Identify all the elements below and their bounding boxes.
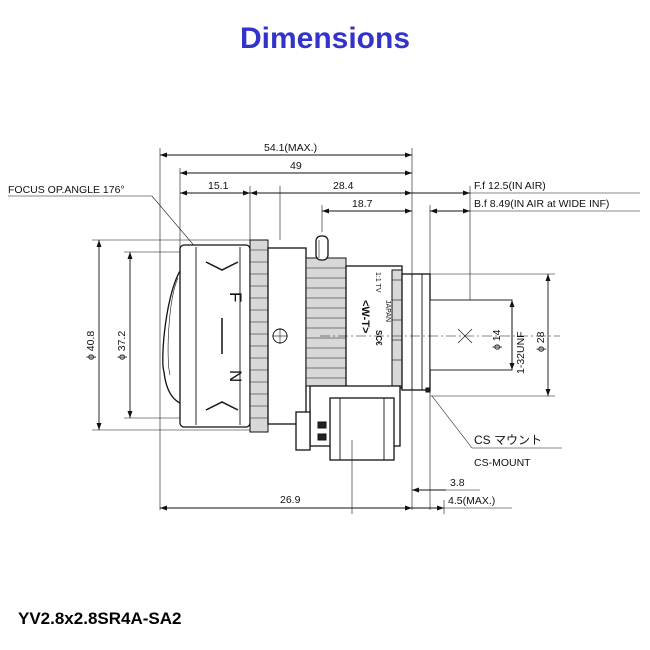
dimension-lines-left: ϕ 40.8 ϕ 37.2 bbox=[85, 239, 252, 431]
dimension-lines-bottom: 26.9 3.8 4.5(MAX.) bbox=[160, 390, 512, 514]
cs-mount-label-jp: CS マウント bbox=[474, 433, 542, 447]
focus-angle-label: FOCUS OP.ANGLE 176° bbox=[8, 184, 125, 196]
focus-ring-knurl bbox=[250, 249, 268, 419]
dim-dia-14: ϕ 14 bbox=[491, 329, 503, 350]
marking-bottom: JAPAN bbox=[384, 300, 391, 322]
marking-top: 1:1 TV bbox=[374, 272, 381, 293]
ring-label-f: F bbox=[226, 292, 245, 302]
dim-flange: 3.8 bbox=[450, 477, 465, 489]
zoom-ring-knurl bbox=[306, 267, 346, 379]
dim-dia-inner: ϕ 37.2 bbox=[116, 331, 128, 360]
marking-mid: SC€ bbox=[374, 330, 383, 346]
ring-label-n: N bbox=[226, 370, 245, 382]
lens-body bbox=[162, 235, 431, 461]
cs-mount-label-en: CS-MOUNT bbox=[474, 457, 531, 469]
dim-flange-max: 4.5(MAX.) bbox=[448, 495, 495, 507]
dim-back-focus: B.f 8.49(IN AIR at WIDE INF) bbox=[474, 198, 609, 210]
cs-mount-callout: CS マウント CS-MOUNT bbox=[431, 395, 562, 469]
dim-overall-max: 54.1(MAX.) bbox=[264, 142, 317, 154]
dim-front-focus: F.f 12.5(IN AIR) bbox=[474, 180, 546, 192]
dim-mid: 28.4 bbox=[333, 180, 354, 192]
ring-markings: F N <W-T> 1:1 TV SC€ JAPAN bbox=[205, 261, 391, 411]
dimension-texts-top: 54.1(MAX.) 49 15.1 28.4 18.7 F.f 12.5(IN… bbox=[8, 142, 609, 210]
dim-thread: 1-32UNF bbox=[515, 331, 527, 374]
zoom-label: <W-T> bbox=[359, 300, 371, 333]
dim-front: 15.1 bbox=[208, 180, 229, 192]
dim-bottom: 26.9 bbox=[280, 494, 301, 506]
dim-rear: 18.7 bbox=[352, 198, 373, 210]
page-title: Dimensions bbox=[239, 22, 411, 55]
dim-dia-28: ϕ 28 bbox=[535, 331, 547, 352]
dimension-lines-right: ϕ 14 1-32UNF ϕ 28 bbox=[320, 273, 560, 397]
dim-length: 49 bbox=[290, 160, 302, 172]
model-number: YV2.8x2.8SR4A-SA2 bbox=[18, 609, 182, 628]
dim-dia-outer: ϕ 40.8 bbox=[85, 331, 97, 360]
